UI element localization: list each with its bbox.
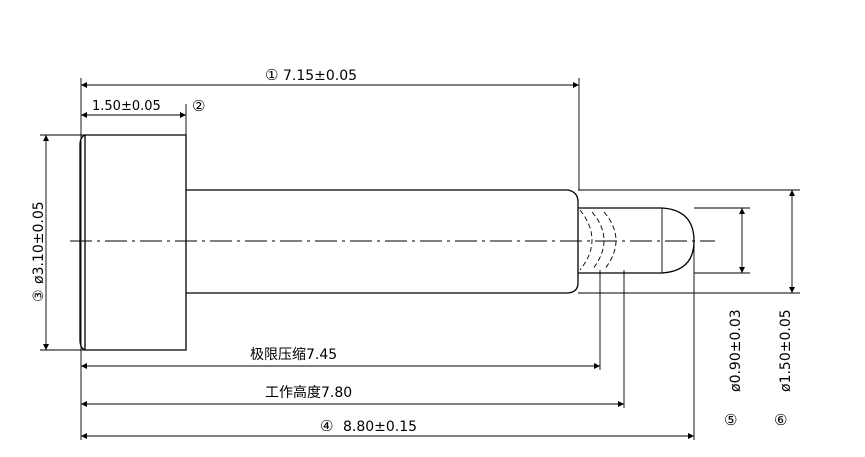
tip-diameter-text: ø0.90±0.03 <box>728 309 744 392</box>
overall-marker: ① <box>265 66 278 84</box>
dimension-lines <box>43 82 795 439</box>
working-height-text: 工作高度7.80 <box>265 384 352 401</box>
total-length-text: 8.80±0.15 <box>343 419 417 435</box>
head-thickness-text: 1.50±0.05 <box>92 99 161 114</box>
head-outline <box>79 134 187 351</box>
head-thickness-marker: ② <box>192 97 205 115</box>
barrel-outline <box>186 189 579 294</box>
shoulder-diameter-marker: ⑥ <box>774 411 787 429</box>
part-outline <box>70 134 715 351</box>
hidden-line-3 <box>603 211 617 271</box>
total-length-marker: ④ <box>320 417 333 435</box>
extension-lines <box>40 78 800 440</box>
dimension-labels: ① 7.15±0.05 1.50±0.05 ② 极限压缩7.45 工作高度7.8… <box>31 66 794 435</box>
plunger-outline <box>578 207 695 274</box>
tip-diameter-marker: ⑤ <box>724 411 737 429</box>
hidden-line-1 <box>579 209 593 271</box>
shoulder-diameter-text: ø1.50±0.05 <box>778 309 794 392</box>
limit-compression-text: 极限压缩7.45 <box>250 347 337 363</box>
overall-dimension-text: 7.15±0.05 <box>283 68 357 84</box>
hidden-line-2 <box>591 211 605 271</box>
head-diameter-marker: ③ <box>31 289 47 302</box>
head-diameter-text: ø3.10±0.05 <box>31 201 47 284</box>
